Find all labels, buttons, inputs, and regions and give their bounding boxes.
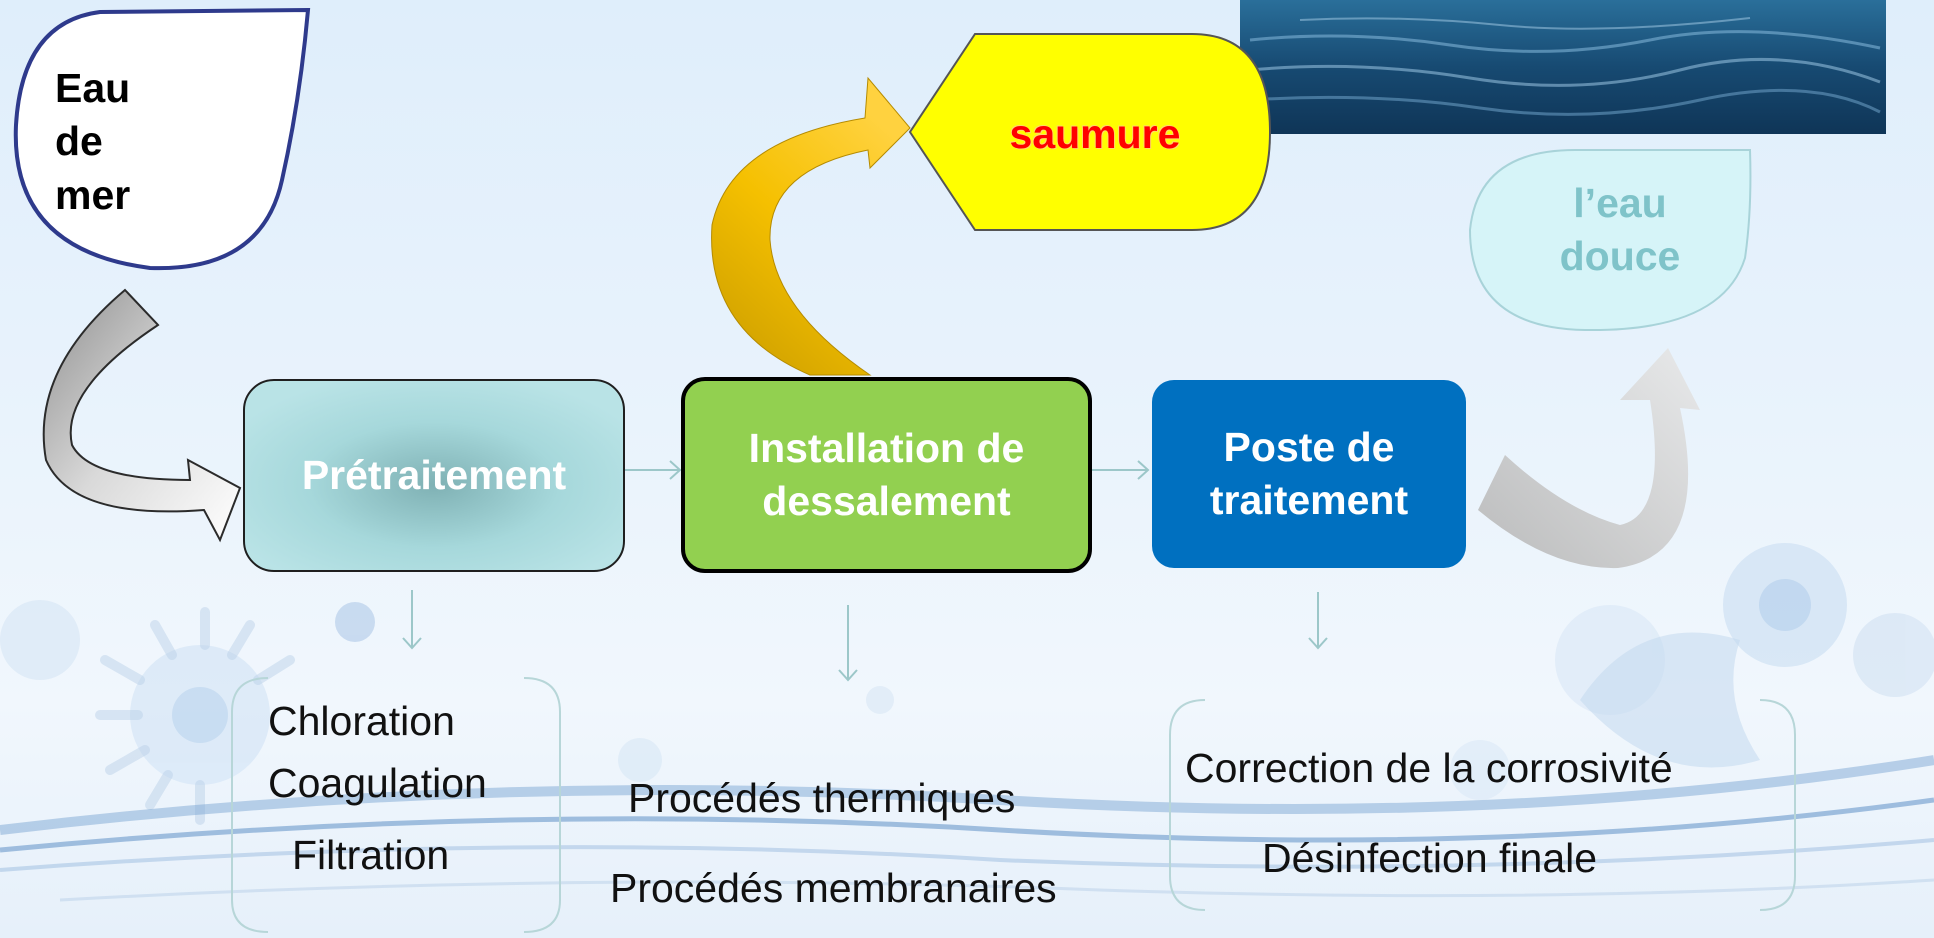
- post-treatment-label: Poste de traitement: [1209, 423, 1409, 523]
- installation-item: Procédés membranaires: [610, 865, 1057, 911]
- wave-decoration: [0, 755, 1934, 902]
- bracket-icon: [231, 677, 561, 933]
- installation-label: Installation de dessalement: [748, 424, 1025, 524]
- bubble-decoration: [0, 543, 1934, 800]
- post-treatment-box: [1152, 380, 1466, 568]
- installation-box: [681, 377, 1092, 573]
- bracket-icon: [1169, 699, 1796, 911]
- sun-ray-decoration: [95, 607, 295, 825]
- curved-arrow-icon: [711, 76, 911, 376]
- post-treatment-item: Correction de la corrosivité: [1185, 745, 1673, 791]
- pretreatment-item: Filtration: [292, 832, 450, 878]
- source-drop-shape: [13, 7, 311, 271]
- brine-label: saumure: [1009, 111, 1181, 158]
- post-treatment-item: Désinfection finale: [1262, 835, 1598, 881]
- pretreatment-item: Chloration: [268, 698, 455, 744]
- curved-arrow-icon: [1478, 348, 1700, 569]
- output-drop-shape: [1468, 149, 1752, 332]
- sea-photo: [1240, 0, 1886, 134]
- pretreatment-item: Coagulation: [268, 760, 487, 806]
- output-label: l’eau douce: [1559, 179, 1681, 279]
- pretreatment-box: [243, 379, 625, 572]
- thin-arrow-icon: [625, 460, 1150, 480]
- installation-item: Procédés thermiques: [628, 775, 1016, 821]
- fish-decoration: [1580, 632, 1760, 768]
- curved-arrow-icon: [42, 288, 242, 543]
- pretreatment-label: Prétraitement: [301, 451, 567, 498]
- source-label: Eau de mer: [55, 65, 131, 218]
- brine-shape: [908, 33, 1272, 231]
- thin-arrow-icon: [402, 590, 1328, 682]
